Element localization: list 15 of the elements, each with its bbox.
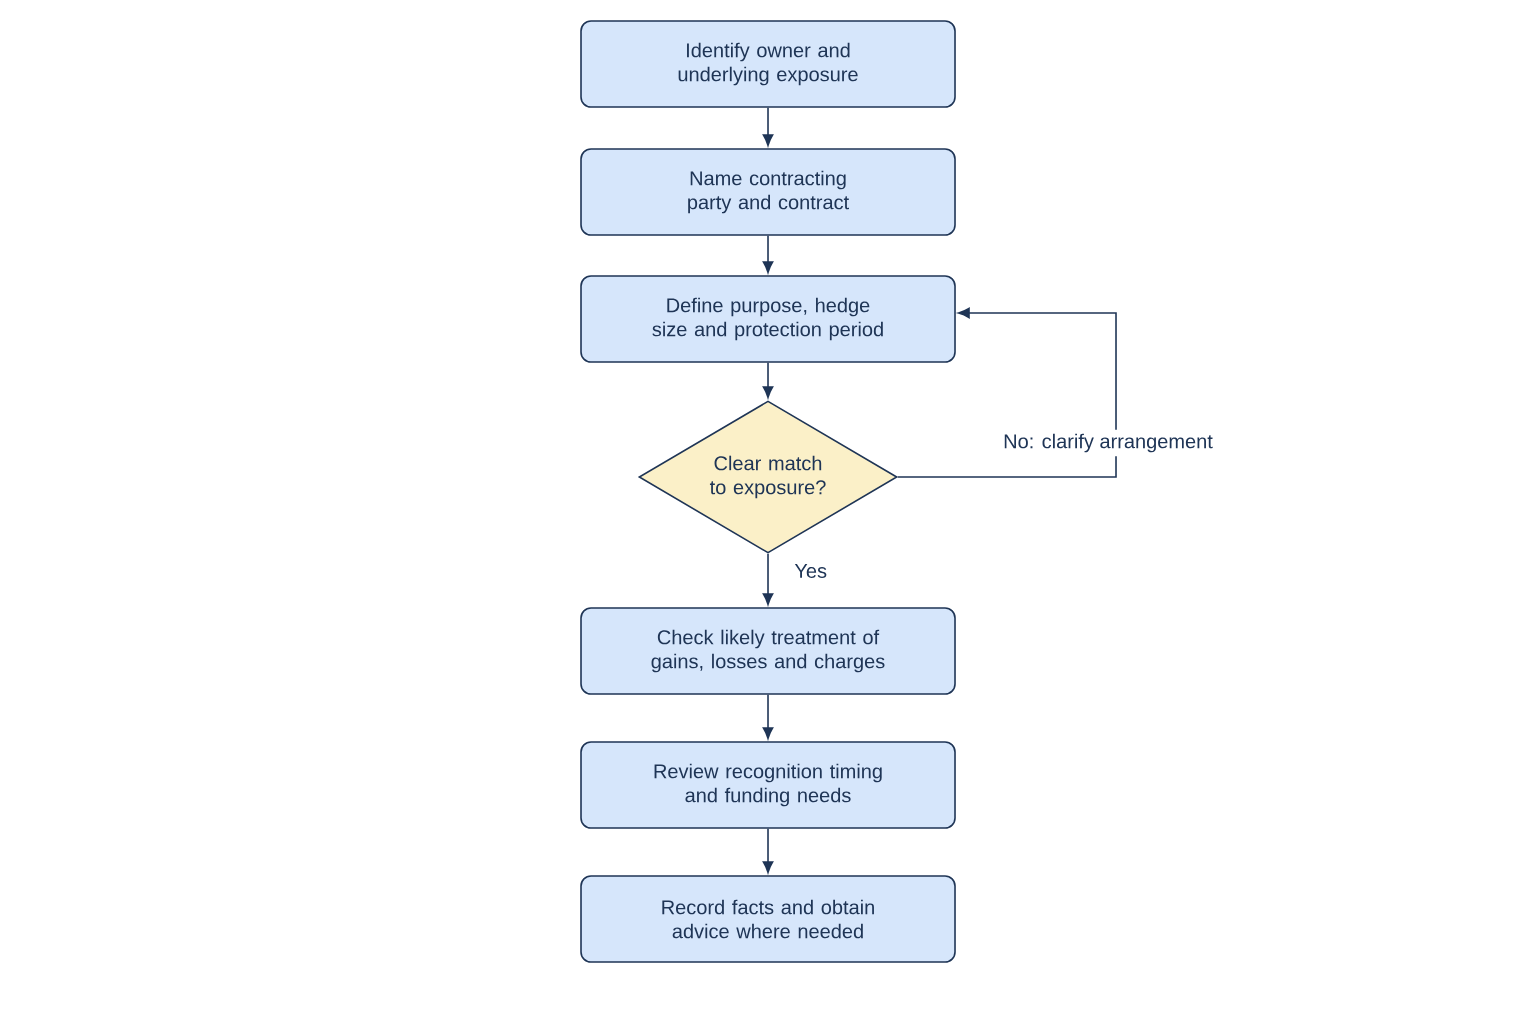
edge-label: Yes <box>790 560 832 582</box>
arrow <box>897 307 1117 478</box>
process-box: Check likely treatment of gains, losses and charges <box>580 607 956 695</box>
arrow <box>762 235 774 274</box>
process-box: Review recognition timing and funding needs <box>580 741 956 829</box>
arrow <box>762 553 774 606</box>
process-box: Identify owner and underlying exposure <box>580 20 956 108</box>
process-box: Name contracting party and contract <box>580 148 956 236</box>
arrow <box>762 362 774 399</box>
arrow <box>762 694 774 740</box>
arrow <box>762 107 774 147</box>
edge-label: No: clarify arrangement <box>999 429 1217 457</box>
process-box: Define purpose, hedge size and protection period <box>580 275 956 363</box>
arrow <box>762 828 774 874</box>
process-box: Record facts and obtain advice where needed <box>580 875 956 963</box>
